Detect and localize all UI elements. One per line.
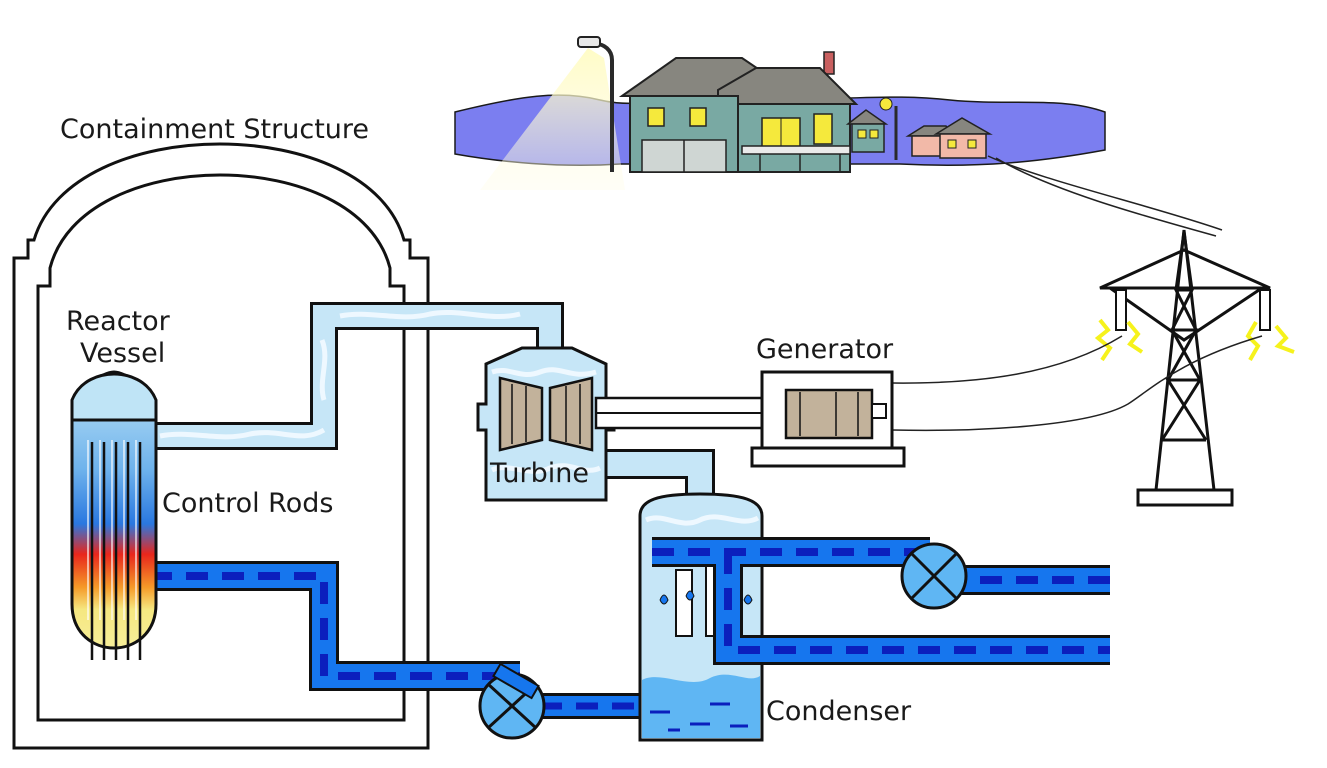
turbine-rotor-right bbox=[548, 376, 594, 452]
condenser-water bbox=[642, 674, 760, 738]
turbine-rotor-left bbox=[498, 376, 544, 452]
reactor-vessel bbox=[70, 370, 158, 660]
rod-highlights bbox=[87, 440, 137, 620]
feedwater-pipe-dashes bbox=[150, 572, 520, 680]
small-house-pink bbox=[905, 117, 993, 159]
turbine-shaft bbox=[594, 396, 774, 430]
feedwater-pump bbox=[478, 662, 546, 740]
generator-output-wires bbox=[891, 335, 1263, 432]
cooling-water-pump bbox=[900, 542, 968, 610]
turbine bbox=[476, 346, 616, 502]
street-lamp-glow-2 bbox=[879, 97, 893, 111]
steam-pipe-fill bbox=[152, 305, 561, 447]
street-light-beam bbox=[480, 48, 625, 190]
generator bbox=[750, 370, 906, 468]
label-control-rods: Control Rods bbox=[162, 488, 333, 519]
street-lamp-head bbox=[577, 36, 601, 48]
control-rods bbox=[90, 442, 142, 660]
condenser-steam bbox=[644, 514, 760, 526]
exhaust-pipe-fill bbox=[596, 452, 712, 500]
distribution-wires bbox=[987, 155, 1223, 237]
label-reactor-vessel-line1: Reactor bbox=[66, 306, 171, 337]
steam-pipe-highlight bbox=[159, 309, 521, 440]
spark-icon bbox=[1126, 320, 1144, 354]
transmission-tower bbox=[1099, 229, 1271, 507]
label-containment-structure: Containment Structure bbox=[60, 114, 369, 145]
label-condenser: Condenser bbox=[766, 696, 912, 727]
condenser-water-ripples bbox=[650, 702, 748, 732]
reactor-vessel-dome bbox=[70, 372, 158, 422]
spark-icon bbox=[1274, 324, 1295, 354]
main-house bbox=[618, 51, 859, 173]
small-house-teal bbox=[845, 109, 889, 153]
condenser-tube-bundle-1 bbox=[675, 569, 693, 637]
label-reactor-vessel-line2: Vessel bbox=[80, 338, 165, 369]
condenser bbox=[638, 492, 764, 742]
label-generator: Generator bbox=[756, 334, 894, 365]
tower-insulators bbox=[1094, 289, 1295, 362]
label-turbine: Turbine bbox=[489, 458, 589, 489]
turbine-steam-swirls bbox=[490, 367, 602, 474]
spark-icon bbox=[1245, 321, 1261, 361]
neighborhood-scene bbox=[454, 36, 1106, 190]
spark-icon bbox=[1094, 318, 1113, 362]
